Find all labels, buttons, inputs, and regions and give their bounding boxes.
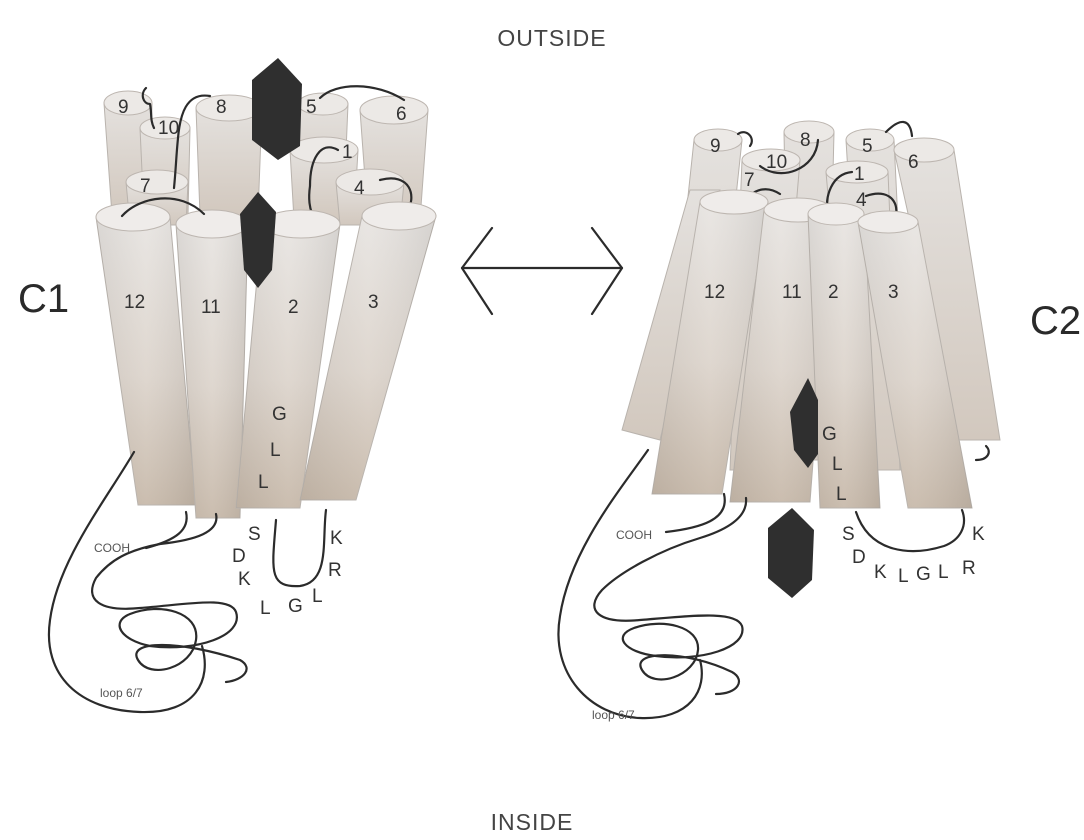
c2-conformation: 9 8 10 5 6 7 1 4 xyxy=(558,121,1000,722)
c1-motif-g: G xyxy=(272,404,287,425)
c2-helix-7-label: 7 xyxy=(744,170,755,191)
c1-res-r: R xyxy=(328,560,342,581)
c2-helix-8-label: 8 xyxy=(800,130,811,151)
c2-helix-11-label: 11 xyxy=(782,282,802,303)
double-arrow-icon xyxy=(462,228,622,314)
c2-res-r: R xyxy=(962,558,976,579)
c2-cooh-label: COOH xyxy=(616,528,652,542)
c1-helix-9-label: 9 xyxy=(118,97,129,118)
c1-substrate-outside xyxy=(252,58,302,160)
c1-res-k2: K xyxy=(330,528,343,549)
c1-helix-4-label: 4 xyxy=(354,178,365,199)
c1-helix-12-label: 12 xyxy=(124,292,145,313)
c2-helix-5-label: 5 xyxy=(862,136,873,157)
c2-helix-10-label: 10 xyxy=(766,152,787,173)
c2-substrate-released xyxy=(768,508,814,598)
c1-res-k1: K xyxy=(238,569,251,590)
c1-helix-6-label: 6 xyxy=(396,104,407,125)
c1-helix-8-label: 8 xyxy=(216,97,227,118)
c1-res-g: G xyxy=(288,596,303,617)
c2-res-g: G xyxy=(916,564,931,585)
c2-loop-3-right xyxy=(976,446,989,460)
c2-cooh-tail xyxy=(666,494,725,532)
c2-loop-6-7-label: loop 6/7 xyxy=(592,708,635,722)
c2-res-k1: K xyxy=(874,562,887,583)
c1-helix-3-label: 3 xyxy=(368,292,379,313)
c2-helix-9-label: 9 xyxy=(710,136,721,157)
c2-motif-l1: L xyxy=(832,454,843,475)
c2-res-d: D xyxy=(852,547,866,568)
c2-helix-3-label: 3 xyxy=(888,282,899,303)
c1-helix-1-label: 1 xyxy=(342,142,353,163)
c2-motif-g: G xyxy=(822,424,837,445)
c2-helix-1-label: 1 xyxy=(854,164,865,185)
outside-label: OUTSIDE xyxy=(497,25,606,51)
c2-motif-l2: L xyxy=(836,484,847,505)
c2-helix-2-label: 2 xyxy=(828,282,839,303)
c1-helix-2-label: 2 xyxy=(288,297,299,318)
c1-loop-2-3 xyxy=(273,510,326,586)
c2-res-s: S xyxy=(842,524,855,545)
c1-res-l2: L xyxy=(312,586,323,607)
c1-helix-10-label: 10 xyxy=(158,118,179,139)
c2-label: C2 xyxy=(1030,299,1081,343)
c2-res-k2: K xyxy=(972,524,985,545)
c2-helix-12-label: 12 xyxy=(704,282,725,303)
c1-res-d: D xyxy=(232,546,246,567)
c1-helix-7-label: 7 xyxy=(140,176,151,197)
c2-helix-6-label: 6 xyxy=(908,152,919,173)
c1-helix-5-label: 5 xyxy=(306,97,317,118)
c2-loop-2-3 xyxy=(856,510,964,551)
c1-label: C1 xyxy=(18,277,69,321)
inside-label: INSIDE xyxy=(491,809,574,835)
c1-motif-l2: L xyxy=(258,472,269,493)
c1-res-l1: L xyxy=(260,598,271,619)
c1-loop-6-7-label: loop 6/7 xyxy=(100,686,143,700)
c2-res-l1: L xyxy=(898,566,909,587)
c1-conformation: 9 10 8 5 6 7 1 4 xyxy=(49,58,436,712)
c1-helix-11-label: 11 xyxy=(201,297,221,318)
c1-cooh-label: COOH xyxy=(94,541,130,555)
c1-res-s: S xyxy=(248,524,261,545)
c1-motif-l1: L xyxy=(270,440,281,461)
c2-res-l2: L xyxy=(938,562,949,583)
